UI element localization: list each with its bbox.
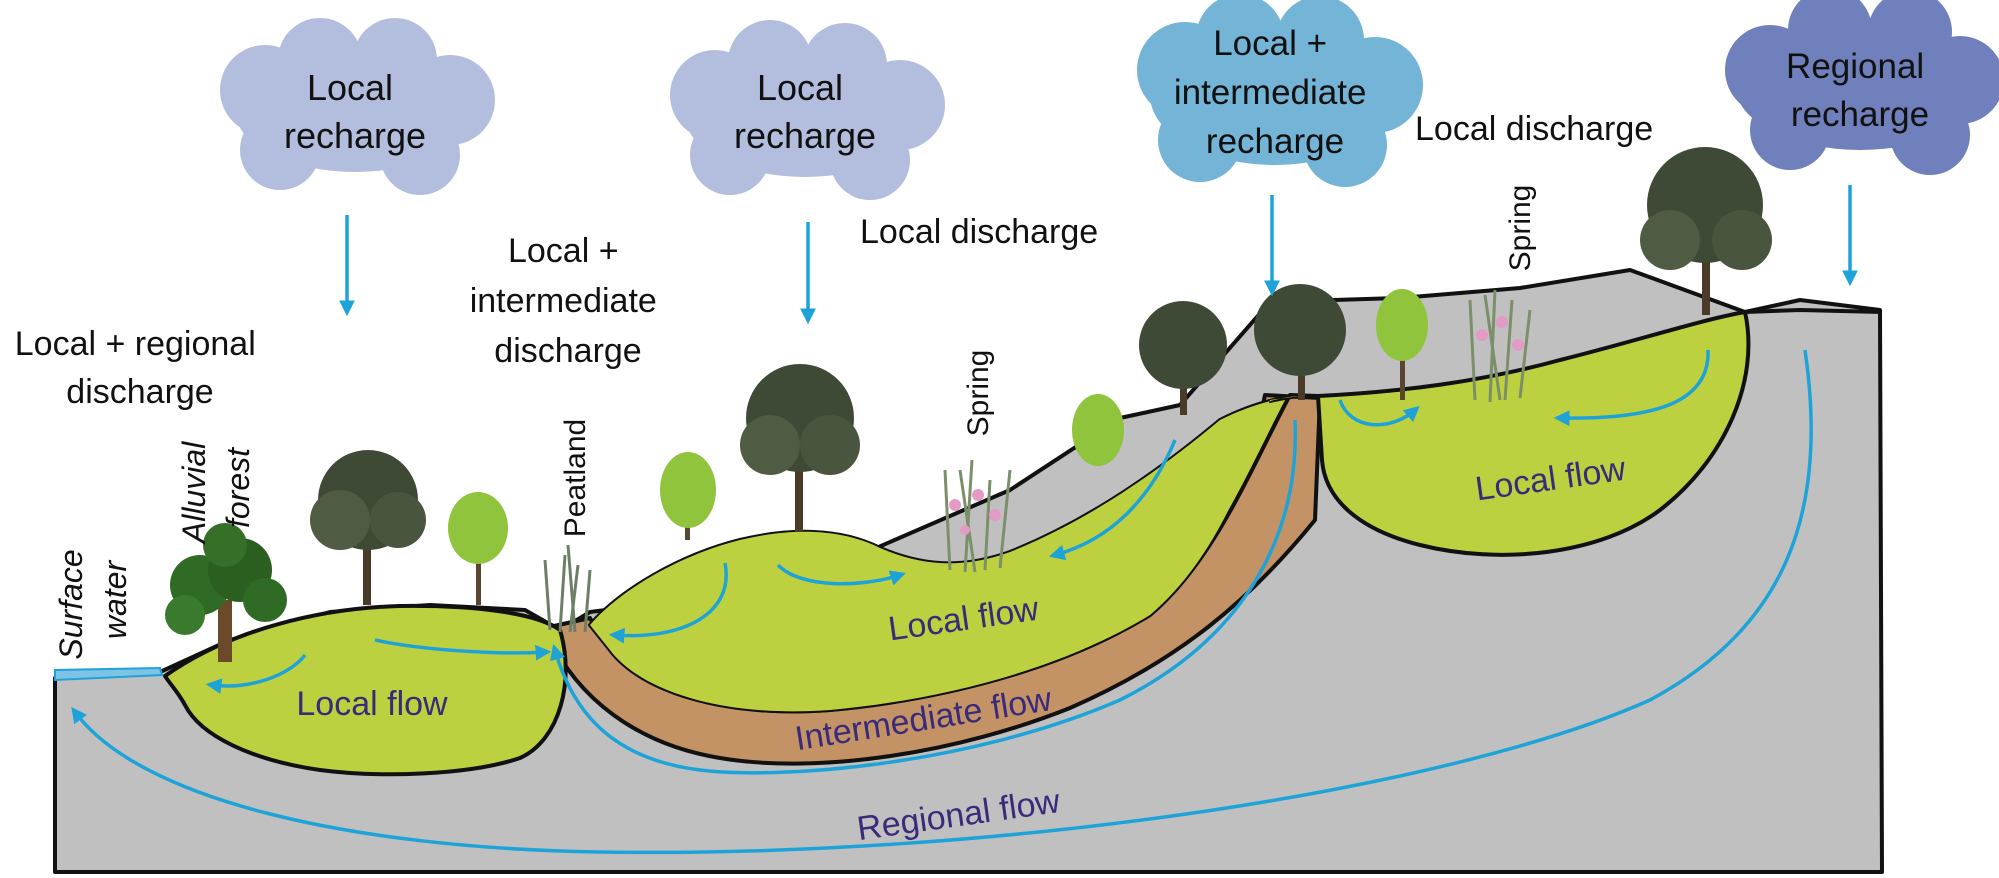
spring-label-1: Spring: [962, 350, 995, 437]
peatland-reeds: [543, 544, 592, 633]
local-flow-label-1: Local flow: [296, 685, 448, 723]
tree-upper-2: [1254, 284, 1346, 400]
alluvial-forest-label: Alluvial forest: [176, 433, 256, 545]
surface-water: [54, 666, 164, 682]
spring-plants-middle: [943, 459, 1012, 573]
cloud-local-recharge-1: [220, 18, 495, 195]
tree-middle: [740, 364, 860, 532]
tree-right: [1640, 147, 1772, 315]
tree-left: [310, 450, 426, 605]
cloud-intermediate-recharge: [1137, 0, 1423, 187]
local-flow-arrow-mid-1: [608, 562, 728, 644]
local-flow-arrow-mid-2: [776, 563, 906, 586]
small-tree-middle: [660, 452, 716, 540]
cloud-local-recharge-2: [670, 20, 945, 200]
small-tree-left: [448, 492, 508, 605]
local-regional-discharge-label: Local + regional discharge: [15, 325, 265, 411]
local-flow-arrow-left-2: [374, 638, 552, 661]
local-intermediate-discharge-label: Local + intermediate discharge: [470, 232, 667, 370]
local-discharge-label-1: Local discharge: [860, 213, 1098, 251]
cloud-2-text: Local recharge: [734, 67, 876, 156]
cloud-regional-recharge: [1725, 0, 1999, 175]
local-discharge-label-2: Local discharge: [1415, 110, 1653, 148]
cloud-4-text: Regional recharge: [1786, 47, 1934, 134]
cloud-1-text: Local recharge: [284, 67, 426, 156]
local-aquifer-left: [163, 603, 568, 777]
regional-flow-arrow: [71, 349, 1813, 855]
intermediate-flow-arrow: [550, 419, 1298, 775]
local-flow-arrow-mid-3: [1048, 439, 1177, 561]
spring-plants-upper: [1468, 289, 1532, 403]
spring-label-2: Spring: [1504, 185, 1537, 272]
small-tree-upper: [1376, 289, 1428, 400]
local-flow-arrow-right-1: [1553, 349, 1710, 427]
local-aquifer-middle-top: [590, 396, 1300, 712]
peatland-label: Peatland: [559, 419, 592, 537]
surface-water-label: Surface water: [53, 540, 133, 659]
tree-upper-1: [1139, 301, 1227, 415]
small-tree-hill: [1072, 394, 1124, 466]
local-flow-arrow-right-2: [1338, 399, 1420, 427]
local-flow-arrow-left-1: [205, 653, 307, 695]
cloud-3-text: Local + intermediate recharge: [1174, 24, 1376, 161]
alluvial-forest-tree: [165, 523, 287, 662]
